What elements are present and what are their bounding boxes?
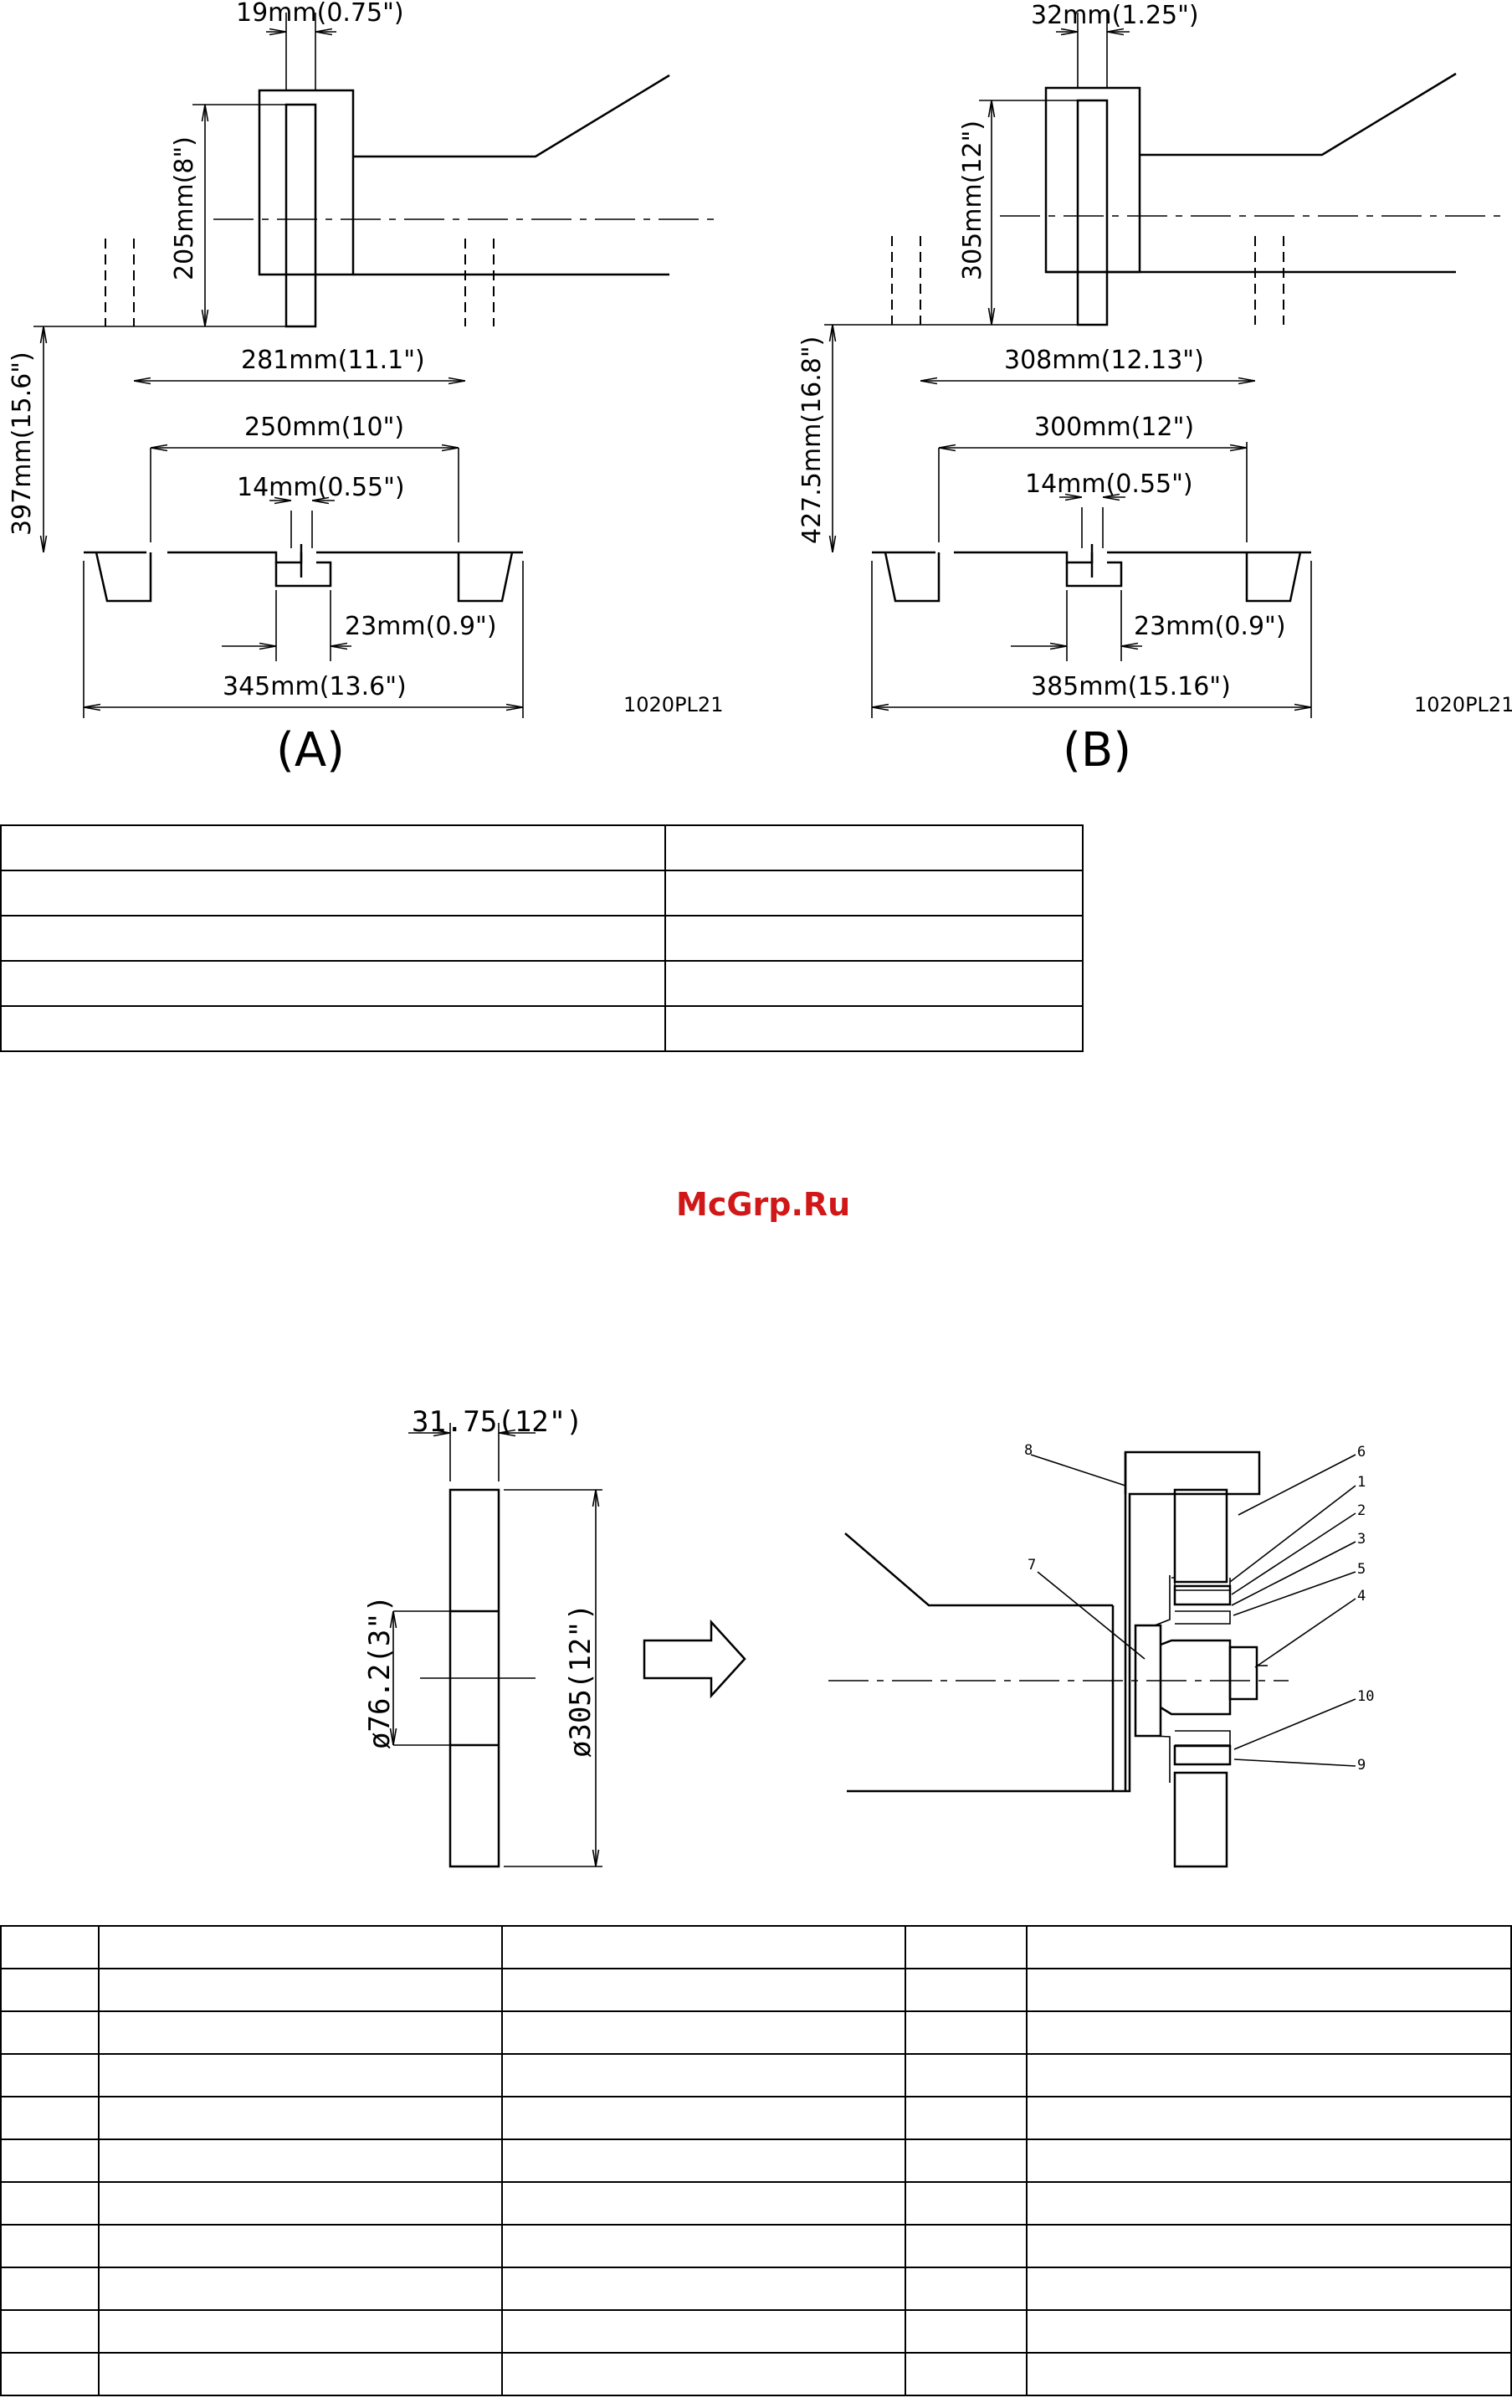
callout-9: 9 [1357,1757,1366,1774]
wheel-bore-label: ø76.2(3") [363,1595,397,1749]
table-row [0,2010,1512,2055]
fig-a-height-label: 205mm(8") [170,136,199,280]
fig-a-drop-label: 397mm(15.6") [8,352,37,536]
fig-a-code: 1020PL21 [623,693,723,716]
top-grid-table [0,824,1084,1052]
fig-b-overall-label: 385mm(15.16") [1031,672,1231,701]
fig-a-span-label: 281mm(11.1") [241,346,425,375]
callout-2: 2 [1357,1502,1366,1519]
assembly-drawing [828,1450,1356,1868]
callout-10: 10 [1357,1688,1374,1705]
callout-1: 1 [1357,1474,1366,1491]
fig-a-top-width-label: 19mm(0.75") [236,0,404,28]
bottom-grid-table [0,1925,1512,2396]
fig-b-hub-label: 23mm(0.9") [1134,612,1286,641]
table-row [0,2352,1512,2396]
table-row [0,2224,1512,2268]
fig-a-hub-label: 23mm(0.9") [345,612,497,641]
table-row [0,2309,1512,2354]
direction-arrow-icon [643,1619,746,1699]
figure-b: 32mm(1.25") 305mm(12") 308mm(12.13") 427… [797,1,1512,778]
fig-b-height-label: 305mm(12") [958,121,987,280]
table-row [0,1925,1512,1969]
fig-b-top-width-label: 32mm(1.25") [1031,1,1199,30]
table-row [0,1968,1512,2012]
table-row [0,2138,1512,2183]
callout-3: 3 [1357,1531,1366,1548]
fig-b-span-label: 308mm(12.13") [1004,346,1204,375]
figure-a: 19mm(0.75") 205mm(8") 281mm(11.1") 397mm… [8,0,723,778]
table-row [0,2181,1512,2226]
table-row [0,960,1084,1007]
fig-a-letter: (A) [276,723,345,778]
fig-b-shaft-label: 14mm(0.55") [1025,470,1193,499]
table-row [0,1005,1084,1052]
wheel-width-label: 31.75(12") [412,1405,583,1439]
wheel-drawing: 31.75(12") ø76.2(3") ø305(12") [363,1405,602,1868]
table-row [0,915,1084,962]
table-row [0,824,1084,871]
callout-6: 6 [1357,1444,1366,1461]
fig-b-drop-label: 427.5mm(16.8") [797,336,827,544]
callout-7: 7 [1028,1557,1036,1574]
table-row [0,2053,1512,2097]
fig-a-overall-label: 345mm(13.6") [223,672,407,701]
fig-b-groove-label: 300mm(12") [1034,413,1194,442]
callout-8: 8 [1024,1442,1033,1459]
watermark: McGrp.Ru [676,1186,850,1223]
fig-a-shaft-label: 14mm(0.55") [237,473,405,502]
fig-a-groove-label: 250mm(10") [244,413,404,442]
wheel-diameter-label: ø305(12") [564,1604,597,1758]
table-row [0,2096,1512,2140]
callout-5: 5 [1357,1561,1366,1578]
callout-4: 4 [1357,1588,1366,1604]
table-row [0,870,1084,916]
fig-b-code: 1020PL21 [1414,693,1512,716]
table-row [0,2267,1512,2311]
fig-b-letter: (B) [1063,723,1131,778]
